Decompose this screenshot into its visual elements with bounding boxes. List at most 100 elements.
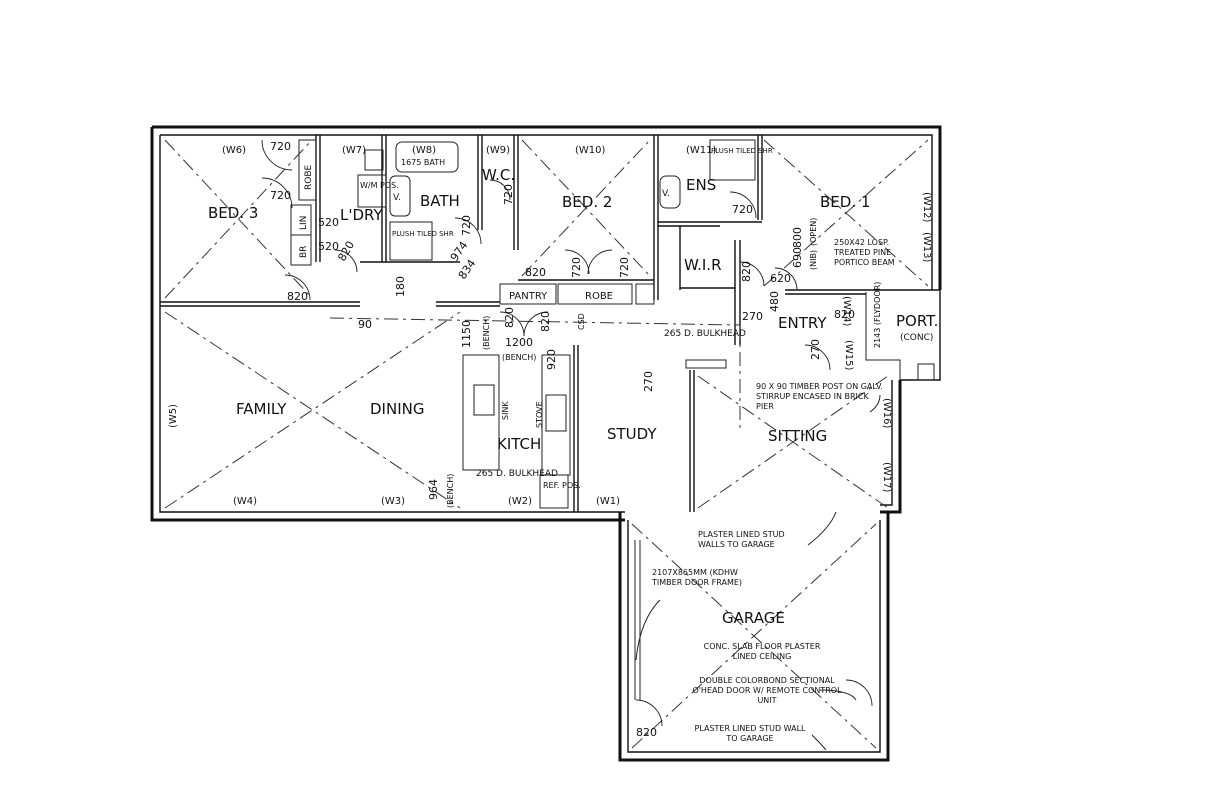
dim-720: 720 — [270, 189, 291, 202]
note-bulkhead-kitchen: 265 D. BULKHEAD — [476, 469, 558, 479]
linen-cupboard: LIN — [299, 216, 309, 230]
room-label-bed2: BED. 2 — [562, 193, 612, 211]
room-label-bath: BATH — [420, 192, 460, 210]
room-label-port: PORT. — [896, 312, 938, 330]
dim-690: 690 — [791, 247, 804, 268]
washing-machine-pos: W/M POS. — [360, 181, 399, 190]
diagonals — [164, 139, 929, 749]
dim-480: 480 — [768, 291, 781, 312]
window-tag-w14: (W14) — [841, 296, 852, 327]
window-tag-w5: (W5) — [168, 404, 179, 428]
note-timber-post: 90 X 90 TIMBER POST ON GALV. STIRRUP ENC… — [756, 382, 883, 411]
window-tag-w8: (W8) — [412, 145, 436, 156]
fixture-labels: ROBE LIN BR W/M POS. 1675 BATH PLUSH TIL… — [299, 147, 773, 508]
door-swings — [261, 139, 873, 727]
room-label-wir: W.I.R — [684, 256, 722, 274]
vanity-bath: V. — [393, 193, 401, 203]
dim-820: 820 — [287, 290, 308, 303]
window-tag-w3: (W3) — [381, 496, 405, 507]
room-label-study: STUDY — [607, 425, 657, 443]
dim-720: 720 — [502, 184, 515, 205]
room-label-dining: DINING — [370, 400, 424, 418]
room-label-wc: W.C. — [482, 166, 515, 184]
bench-label: (BENCH) — [502, 353, 536, 362]
window-tag-w13: (W13) — [921, 232, 932, 263]
note-door-frame: 2107X865MM (KDHW TIMBER DOOR FRAME) — [652, 568, 743, 587]
dim-720: 720 — [460, 215, 473, 236]
dim-800: 800 — [791, 227, 804, 248]
dim-920: 920 — [545, 349, 558, 370]
note-plaster-walls: PLASTER LINED STUD WALLS TO GARAGE — [698, 530, 785, 549]
csd-label: CSD — [577, 313, 586, 330]
note-bulkhead-hall: 265 D. BULKHEAD — [664, 329, 746, 339]
room-label-pantry: PANTRY — [509, 291, 548, 302]
room-label-ens: ENS — [686, 176, 716, 194]
nib-label: (NIB) — [809, 250, 818, 270]
dim-820: 820 — [834, 308, 855, 321]
dim-1150: 1150 — [460, 320, 473, 348]
window-tag-w2: (W2) — [508, 496, 532, 507]
dim-270: 270 — [742, 310, 763, 323]
note-slab: CONC. SLAB FLOOR PLASTER LINED CEILING — [703, 642, 821, 661]
dim-90: 90 — [358, 318, 372, 331]
stove-label: STOVE — [535, 401, 544, 428]
dim-820: 820 — [740, 261, 753, 282]
robe-cupboard: ROBE — [304, 164, 314, 190]
notes: 265 D. BULKHEAD 265 D. BULKHEAD 250X42 L… — [476, 238, 895, 751]
window-tag-w12: (W12) — [921, 192, 932, 223]
broom-cupboard: BR — [299, 246, 309, 258]
room-labels: BED. 3 L'DRY BATH W.C. BED. 2 ENS BED. 1… — [208, 166, 938, 627]
window-tag-w15: (W15) — [843, 340, 854, 371]
window-tags: (W6) (W7) (W8) (W9) (W10) (W11) (W4) (W3… — [168, 145, 932, 507]
note-sectional-door: DOUBLE COLORBOND SECTIONAL O'HEAD DOOR W… — [692, 676, 842, 705]
dim-1200: 1200 — [505, 336, 533, 349]
window-tag-w11: (W11) — [686, 145, 717, 156]
note-plaster-wall: PLASTER LINED STUD WALL TO GARAGE — [694, 724, 806, 743]
dim-180: 180 — [394, 276, 407, 297]
room-label-entry: ENTRY — [778, 314, 827, 332]
interior-walls — [160, 135, 866, 700]
dim-720: 720 — [618, 257, 631, 278]
dim-820: 820 — [539, 311, 552, 332]
window-tag-w16: (W16) — [881, 398, 892, 429]
window-tag-w7: (W7) — [342, 145, 366, 156]
room-label-family: FAMILY — [236, 400, 287, 418]
dim-720: 720 — [732, 203, 753, 216]
dim-620: 620 — [770, 272, 791, 285]
window-tag-w1: (W1) — [596, 496, 620, 507]
dim-720: 720 — [270, 140, 291, 153]
note-portico-beam: 250X42 LOSP. TREATED PINE PORTICO BEAM — [834, 238, 895, 267]
room-label-port-sub: (CONC) — [900, 333, 933, 343]
room-label-bed3: BED. 3 — [208, 204, 258, 222]
dim-964: 964 — [427, 479, 440, 500]
window-tag-w17: (W17) — [881, 462, 892, 493]
ensuite-shower: PLUSH TILED SHR — [711, 147, 773, 155]
dim-270: 270 — [809, 339, 822, 360]
room-label-bed1: BED. 1 — [820, 193, 870, 211]
room-label-sitting: SITTING — [768, 427, 827, 445]
dim-720: 720 — [570, 257, 583, 278]
bench-label: (BENCH) — [482, 316, 491, 350]
room-label-kitch: KITCH — [497, 435, 541, 453]
window-tag-w6: (W6) — [222, 145, 246, 156]
bench-label: (BENCH) — [446, 474, 455, 508]
sink-label: SINK — [501, 401, 510, 420]
dim-520: 520 — [318, 240, 339, 253]
bath-shower: PLUSH TILED SHR — [392, 230, 454, 238]
room-label-ldry: L'DRY — [340, 206, 383, 224]
dim-820: 820 — [503, 307, 516, 328]
fridge-pos: REF. POS. — [543, 481, 581, 490]
note-flydoor: 2143 (FLYDOOR) — [873, 282, 882, 348]
vanity-ens: V. — [662, 189, 670, 199]
bath-tub: 1675 BATH — [401, 158, 445, 167]
dim-270: 270 — [642, 371, 655, 392]
room-label-garage: GARAGE — [722, 609, 785, 627]
open-label: (OPEN) — [809, 218, 818, 246]
dim-820: 820 — [525, 266, 546, 279]
window-tag-w4: (W4) — [233, 496, 257, 507]
dim-820: 820 — [636, 726, 657, 739]
dim-520: 520 — [318, 216, 339, 229]
window-tag-w9: (W9) — [486, 145, 510, 156]
room-label-robe: ROBE — [585, 291, 613, 302]
